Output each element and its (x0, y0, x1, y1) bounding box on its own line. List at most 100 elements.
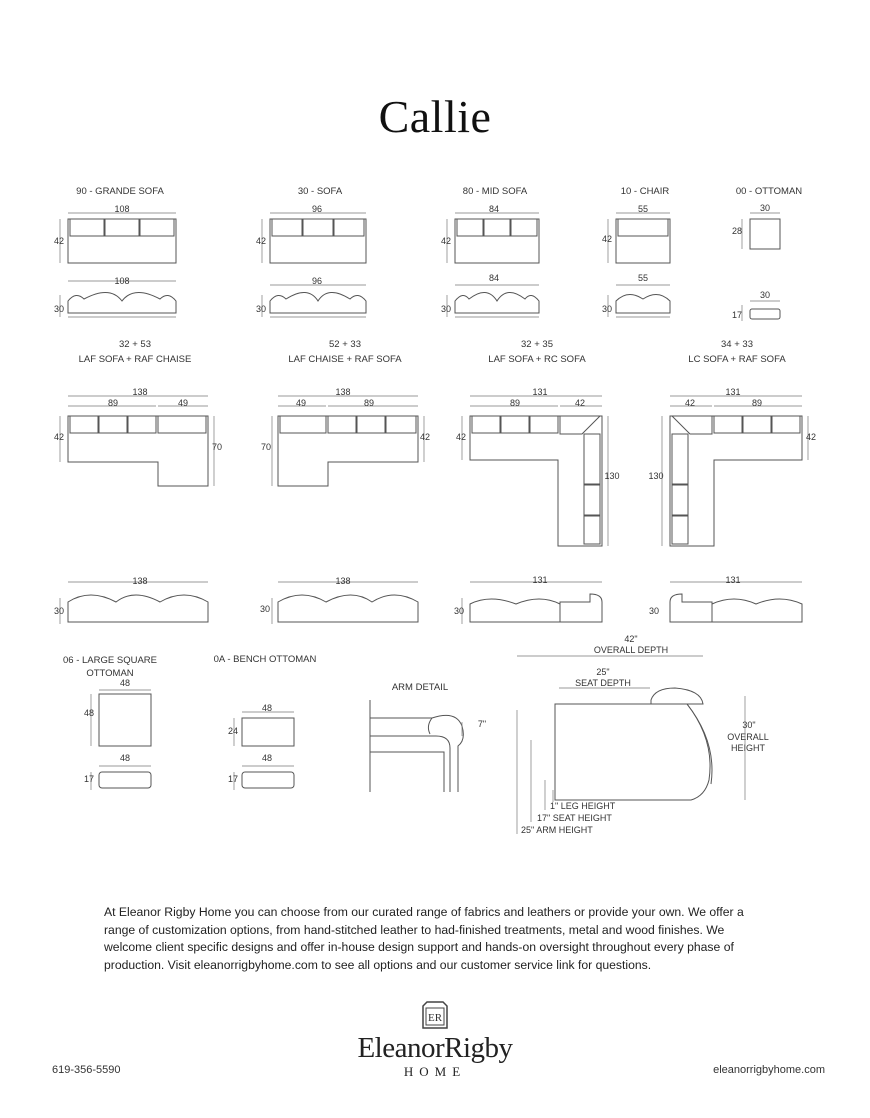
seat-height-label: 17" SEAT HEIGHT (537, 813, 612, 823)
arm-height-label: 25" ARM HEIGHT (521, 825, 593, 835)
sofa-drawing (261, 212, 367, 318)
sectional-4-overall: 131 (725, 387, 741, 397)
sectional-4-depth: 42 (805, 432, 816, 442)
mid-sofa-width: 84 (488, 204, 499, 214)
leg-height-label: 1" LEG HEIGHT (550, 801, 616, 811)
sofa-height: 30 (255, 304, 266, 314)
overall-height-label-2: HEIGHT (730, 743, 765, 753)
sectional-1-overall: 138 (132, 387, 148, 397)
overall-depth-value: 42" (624, 634, 638, 644)
sectional-4-a: 42 (684, 398, 695, 408)
sofa-width: 96 (311, 204, 322, 214)
sectional-3-overall: 131 (532, 387, 548, 397)
mid-sofa-depth: 42 (440, 236, 451, 246)
sectional-2-drawing (271, 395, 425, 624)
brand-logo: ER EleanorRigby HOME (330, 1000, 540, 1080)
chair-width-front: 55 (637, 273, 648, 283)
seat-depth-value: 25" (596, 667, 610, 677)
sectional-2-depth: 42 (419, 432, 430, 442)
sectional-2-overall-front: 138 (335, 576, 351, 586)
seat-depth-label: SEAT DEPTH (575, 678, 631, 688)
sectional-1-code: 32 + 53 (119, 339, 151, 350)
overall-height-value: 30" (742, 720, 756, 730)
side-profile-drawing (516, 655, 746, 834)
sectional-1-label: LAF SOFA + RAF CHAISE (78, 354, 192, 365)
ottoman-label: 00 - OTTOMAN (735, 186, 803, 197)
large-ottoman-label-1: 06 - LARGE SQUARE OTTOMAN (60, 654, 160, 680)
bench-ottoman-drawing (233, 711, 295, 790)
sectional-3-label: LAF SOFA + RC SOFA (488, 354, 586, 365)
sofa-width-front: 96 (311, 276, 322, 286)
sectional-3-b: 42 (574, 398, 585, 408)
bench-ottoman-label: 0A - BENCH OTTOMAN (213, 654, 317, 665)
arm-detail-dim: 7" (477, 719, 487, 729)
overall-height-label-1: OVERALL (727, 732, 769, 742)
chair-drawing (607, 212, 671, 318)
brand-sub: HOME (403, 1064, 467, 1079)
chair-height: 30 (601, 304, 612, 314)
sofa-label: 30 - SOFA (297, 186, 343, 197)
ottoman-width-front: 30 (759, 290, 770, 300)
sectional-2-overall: 138 (335, 387, 351, 397)
brand-mark: ER (428, 1012, 443, 1024)
grande-sofa-height: 30 (53, 304, 64, 314)
chair-width: 55 (637, 204, 648, 214)
sectional-1-depth: 42 (53, 432, 64, 442)
mid-sofa-drawing (446, 212, 540, 318)
overall-depth-label: OVERALL DEPTH (593, 645, 669, 655)
sectional-1-a: 89 (107, 398, 118, 408)
sectional-4-b: 89 (751, 398, 762, 408)
mid-sofa-width-front: 84 (488, 273, 499, 283)
grande-sofa-drawing (59, 212, 177, 318)
sectional-4-height: 30 (648, 606, 659, 616)
arm-detail-drawing (369, 700, 464, 792)
mid-sofa-height: 30 (440, 304, 451, 314)
brand-crest-icon: ER (422, 1001, 448, 1029)
sectional-1-b: 49 (177, 398, 188, 408)
bench-ottoman-width-front: 48 (261, 753, 272, 763)
sectional-3-a: 89 (509, 398, 520, 408)
ottoman-depth: 28 (731, 226, 742, 236)
sectional-2-b: 89 (363, 398, 374, 408)
sectional-2-code: 52 + 33 (329, 339, 361, 350)
sectional-3-depth: 42 (455, 432, 466, 442)
grande-sofa-width-front: 108 (114, 276, 130, 286)
chair-label: 10 - CHAIR (620, 186, 670, 197)
mid-sofa-label: 80 - MID SOFA (462, 186, 528, 197)
chair-depth: 42 (601, 234, 612, 244)
large-ottoman-height: 17 (83, 774, 94, 784)
description-paragraph: At Eleanor Rigby Home you can choose fro… (104, 905, 744, 972)
ottoman-height: 17 (731, 310, 742, 320)
sectional-2-label: LAF CHAISE + RAF SOFA (288, 354, 402, 365)
large-ottoman-width: 48 (119, 678, 130, 688)
sectional-3-depth2: 130 (604, 471, 620, 481)
page-title: Callie (378, 91, 492, 142)
sectional-3-height: 30 (453, 606, 464, 616)
sectional-3-code: 32 + 35 (521, 339, 553, 350)
sectional-2-depth2: 70 (260, 442, 271, 452)
sectional-2-height: 30 (259, 604, 270, 614)
sofa-depth: 42 (255, 236, 266, 246)
sectional-2-a: 49 (295, 398, 306, 408)
bench-ottoman-depth: 24 (227, 726, 238, 736)
footer-phone: 619-356-5590 (52, 1064, 121, 1076)
sectional-4-code: 34 + 33 (721, 339, 753, 350)
sectional-1-overall-front: 138 (132, 576, 148, 586)
ottoman-width: 30 (759, 203, 770, 213)
sectional-4-drawing (661, 395, 809, 623)
large-ottoman-drawing (90, 689, 152, 790)
ottoman-drawing (741, 212, 781, 321)
sectional-4-label: LC SOFA + RAF SOFA (688, 354, 786, 365)
sectional-4-depth2: 130 (648, 471, 664, 481)
sectional-1-drawing (59, 395, 215, 624)
large-ottoman-depth: 48 (83, 708, 94, 718)
grande-sofa-label: 90 - GRANDE SOFA (76, 186, 164, 197)
grande-sofa-depth: 42 (53, 236, 64, 246)
sectional-1-height: 30 (53, 606, 64, 616)
bench-ottoman-width: 48 (261, 703, 272, 713)
footer-website[interactable]: eleanorrigbyhome.com (713, 1064, 825, 1076)
brand-name: EleanorRigby (357, 1032, 513, 1064)
grande-sofa-width: 108 (114, 204, 130, 214)
sectional-3-overall-front: 131 (532, 575, 548, 585)
sectional-4-overall-front: 131 (725, 575, 741, 585)
